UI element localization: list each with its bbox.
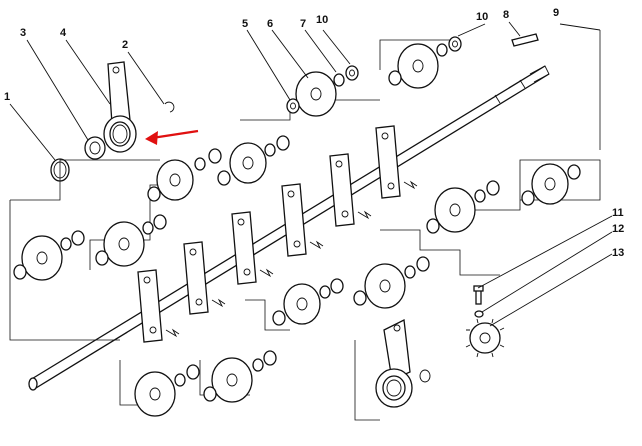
label-part-1: 1 <box>4 91 10 103</box>
cam-plates <box>137 125 401 343</box>
crank-arm-upper <box>103 61 137 153</box>
rollers <box>13 36 581 417</box>
ring-1 <box>50 158 70 182</box>
label-part-8: 8 <box>503 9 509 21</box>
plate-pins <box>165 180 418 338</box>
label-part-13: 13 <box>612 247 624 259</box>
highlight-arrow <box>145 129 199 145</box>
label-part-10-b: 10 <box>476 11 488 23</box>
bearing-3 <box>84 136 106 160</box>
label-part-4: 4 <box>60 27 67 39</box>
crank-arm-lower <box>375 319 431 408</box>
label-part-11: 11 <box>612 207 624 219</box>
bolt-11 <box>473 285 484 305</box>
label-part-3: 3 <box>20 27 26 39</box>
label-part-10-a: 10 <box>316 14 328 26</box>
label-part-6: 6 <box>267 18 273 30</box>
part-number-labels: 1 3 4 2 5 6 7 10 10 8 9 11 12 13 <box>4 7 624 259</box>
label-part-9: 9 <box>553 7 559 19</box>
key-8 <box>511 33 539 47</box>
label-part-7: 7 <box>300 18 306 30</box>
circlip-2 <box>164 101 175 113</box>
label-part-2: 2 <box>122 39 128 51</box>
leader-lines <box>9 21 613 327</box>
sprocket-13 <box>465 318 505 358</box>
label-part-5: 5 <box>242 18 248 30</box>
washer-12 <box>474 310 484 318</box>
label-part-12: 12 <box>612 223 624 235</box>
